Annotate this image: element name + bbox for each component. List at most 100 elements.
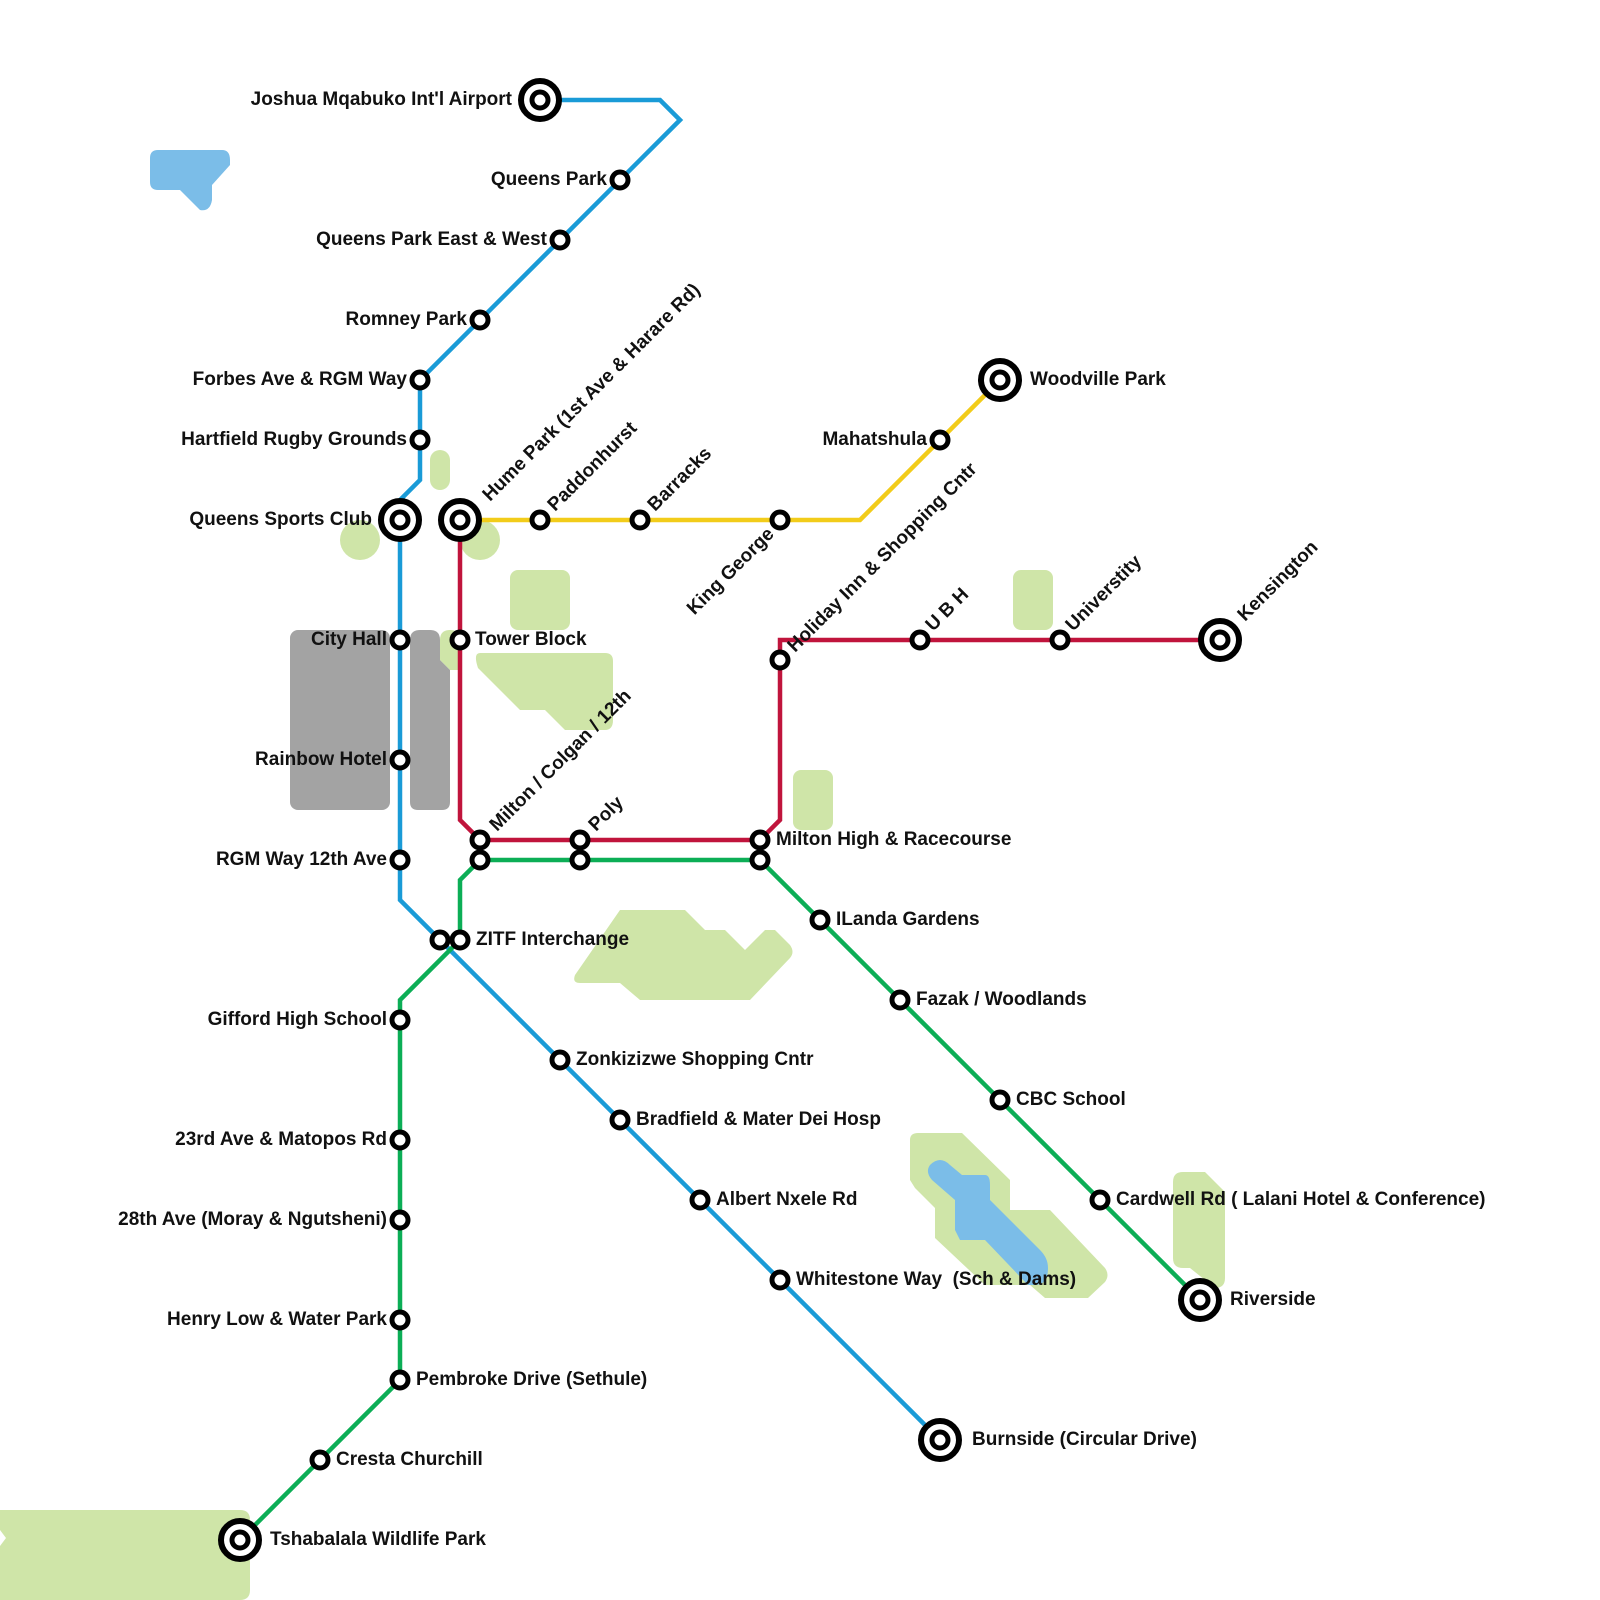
label-albert: Albert Nxele Rd	[716, 1189, 857, 1210]
label-kensington: Kensington	[1234, 537, 1323, 626]
station-henry-low[interactable]	[389, 1309, 411, 1331]
yellow-line[interactable]	[460, 378, 1002, 523]
park-zitf	[574, 910, 793, 1000]
station-paddonhurst[interactable]	[529, 509, 551, 531]
station-gifford[interactable]	[389, 1009, 411, 1031]
water-body-northwest	[150, 150, 230, 211]
station-queens-park[interactable]	[609, 169, 631, 191]
station-cbc[interactable]	[989, 1089, 1011, 1111]
park-hartfield	[430, 450, 450, 490]
label-hartfield: Hartfield Rugby Grounds	[181, 429, 407, 450]
park-tshabalala	[0, 1510, 250, 1600]
label-rainbow: Rainbow Hotel	[255, 749, 387, 770]
station-zonkizizwe[interactable]	[549, 1049, 571, 1071]
station-mahatshula[interactable]	[929, 429, 951, 451]
label-bradfield: Bradfield & Mater Dei Hosp	[636, 1109, 881, 1130]
label-queens-sports: Queens Sports Club	[189, 509, 372, 530]
station-king-george[interactable]	[769, 509, 791, 531]
station-hartfield[interactable]	[409, 429, 431, 451]
station-tower-block[interactable]	[449, 629, 471, 651]
label-milton-high: Milton High & Racecourse	[776, 829, 1011, 850]
stations	[218, 78, 1242, 1562]
station-burnside[interactable]	[918, 1418, 962, 1462]
station-28th-ave[interactable]	[389, 1209, 411, 1231]
park-tower-block	[475, 653, 613, 730]
station-ilanda[interactable]	[809, 909, 831, 931]
label-woodville: Woodville Park	[1030, 369, 1166, 390]
station-riverside[interactable]	[1178, 1278, 1222, 1322]
station-albert[interactable]	[689, 1189, 711, 1211]
station-forbes[interactable]	[409, 369, 431, 391]
station-tshabalala[interactable]	[218, 1518, 262, 1562]
label-zitf: ZITF Interchange	[476, 929, 629, 950]
station-barracks[interactable]	[629, 509, 651, 531]
park-paddonhurst	[510, 570, 570, 630]
station-woodville[interactable]	[978, 358, 1022, 402]
station-kensington[interactable]	[1198, 618, 1242, 662]
station-airport[interactable]	[518, 78, 562, 122]
label-city-hall: City Hall	[311, 629, 387, 650]
station-pembroke[interactable]	[389, 1369, 411, 1391]
map-edge-marker	[0, 1530, 6, 1546]
label-tshabalala: Tshabalala Wildlife Park	[270, 1529, 486, 1550]
station-queens-park-ew[interactable]	[549, 229, 571, 251]
label-mahatshula: Mahatshula	[822, 429, 927, 450]
station-milton-colgan-green[interactable]	[469, 849, 491, 871]
label-whitestone: Whitestone Way (Sch & Dams)	[796, 1269, 1076, 1290]
label-riverside: Riverside	[1230, 1289, 1316, 1310]
label-forbes: Forbes Ave & RGM Way	[193, 369, 408, 390]
station-fazak[interactable]	[889, 989, 911, 1011]
label-tower-block: Tower Block	[475, 629, 587, 650]
label-23rd-ave: 23rd Ave & Matopos Rd	[175, 1129, 387, 1150]
urban-block-central	[410, 630, 450, 810]
label-cardwell: Cardwell Rd ( Lalani Hotel & Conference)	[1116, 1189, 1486, 1210]
station-poly-red[interactable]	[569, 829, 591, 851]
station-rainbow[interactable]	[389, 749, 411, 771]
label-ubh: U B H	[922, 584, 973, 635]
label-university: Universtity	[1062, 551, 1147, 636]
station-23rd-ave[interactable]	[389, 1129, 411, 1151]
label-rgm-12th: RGM Way 12th Ave	[216, 849, 387, 870]
station-romney-park[interactable]	[469, 309, 491, 331]
station-hume-park[interactable]	[438, 498, 482, 542]
label-cbc: CBC School	[1016, 1089, 1126, 1110]
station-milton-high-green[interactable]	[749, 849, 771, 871]
label-28th-ave: 28th Ave (Moray & Ngutsheni)	[118, 1209, 387, 1230]
background-features	[0, 150, 1225, 1600]
park-queens-sports	[340, 520, 380, 560]
label-queens-park: Queens Park	[491, 169, 608, 190]
label-airport: Joshua Mqabuko Int'l Airport	[251, 89, 513, 110]
station-milton-colgan-red[interactable]	[469, 829, 491, 851]
station-queens-sports[interactable]	[378, 498, 422, 542]
station-cresta[interactable]	[309, 1449, 331, 1471]
station-city-hall[interactable]	[389, 629, 411, 651]
label-gifford: Gifford High School	[208, 1009, 387, 1030]
station-whitestone[interactable]	[769, 1269, 791, 1291]
station-zitf-green[interactable]	[449, 929, 471, 951]
station-poly-green[interactable]	[569, 849, 591, 871]
label-poly: Poly	[585, 792, 629, 836]
label-queens-park-ew: Queens Park East & West	[316, 229, 548, 250]
station-ubh[interactable]	[909, 629, 931, 651]
label-zonkizizwe: Zonkizizwe Shopping Cntr	[576, 1049, 814, 1070]
station-university[interactable]	[1049, 629, 1071, 651]
station-bradfield[interactable]	[609, 1109, 631, 1131]
station-milton-high-red[interactable]	[749, 829, 771, 851]
blue-line[interactable]	[397, 97, 942, 1442]
label-barracks: Barracks	[644, 443, 716, 515]
station-rgm-12th[interactable]	[389, 849, 411, 871]
label-henry-low: Henry Low & Water Park	[167, 1309, 387, 1330]
station-holiday-inn[interactable]	[769, 649, 791, 671]
park-university	[1013, 570, 1053, 630]
red-line[interactable]	[457, 520, 1220, 843]
label-cresta: Cresta Churchill	[336, 1449, 483, 1470]
station-zitf-blue[interactable]	[429, 929, 451, 951]
label-pembroke: Pembroke Drive (Sethule)	[416, 1369, 647, 1390]
label-fazak: Fazak / Woodlands	[916, 989, 1087, 1010]
label-ilanda: ILanda Gardens	[836, 909, 980, 930]
label-burnside: Burnside (Circular Drive)	[972, 1429, 1197, 1450]
label-king-george: King George	[683, 524, 778, 619]
water-dams	[927, 1160, 1048, 1285]
station-cardwell[interactable]	[1089, 1189, 1111, 1211]
